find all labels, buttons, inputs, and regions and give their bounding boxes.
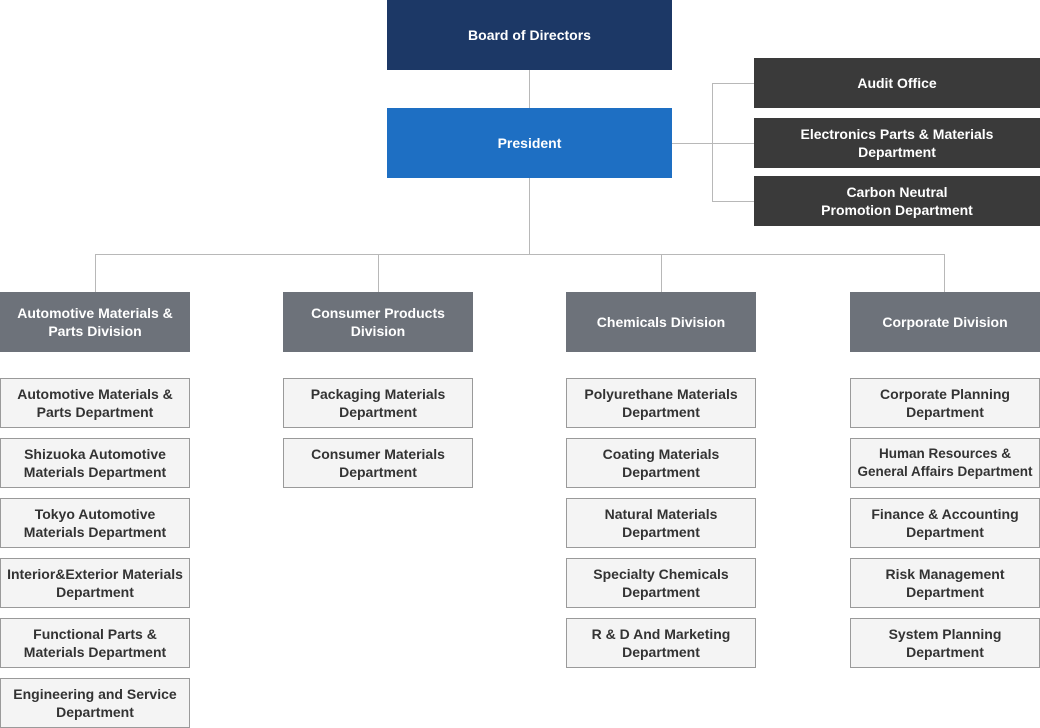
connector-staff-1 [712, 83, 754, 84]
dept-coating-materials: Coating Materials Department [566, 438, 756, 488]
staff-office-electronics: Electronics Parts & Materials Department [754, 118, 1040, 168]
dept-engineering-service: Engineering and Service Department [0, 678, 190, 728]
dept-rd-marketing: R & D And Marketing Department [566, 618, 756, 668]
staff-office-audit: Audit Office [754, 58, 1040, 108]
connector-president-staff [672, 143, 754, 144]
dept-packaging-materials: Packaging Materials Department [283, 378, 473, 428]
board-of-directors-box: Board of Directors [387, 0, 672, 70]
connector-division-4 [944, 254, 945, 292]
dept-interior-exterior: Interior&Exterior Materials Department [0, 558, 190, 608]
dept-natural-materials: Natural Materials Department [566, 498, 756, 548]
division-automotive: Automotive Materials & Parts Division [0, 292, 190, 352]
connector-division-2 [378, 254, 379, 292]
connector-division-1 [95, 254, 96, 292]
dept-automotive-parts: Automotive Materials & Parts Department [0, 378, 190, 428]
division-corporate: Corporate Division [850, 292, 1040, 352]
president-box: President [387, 108, 672, 178]
connector-staff-3 [712, 201, 754, 202]
connector-president-down [529, 178, 530, 254]
division-consumer-products: Consumer Products Division [283, 292, 473, 352]
dept-corporate-planning: Corporate Planning Department [850, 378, 1040, 428]
dept-shizuoka-automotive: Shizuoka Automotive Materials Department [0, 438, 190, 488]
dept-specialty-chemicals: Specialty Chemicals Department [566, 558, 756, 608]
connector-division-3 [661, 254, 662, 292]
dept-risk-management: Risk Management Department [850, 558, 1040, 608]
division-chemicals: Chemicals Division [566, 292, 756, 352]
dept-human-resources: Human Resources & General Affairs Depart… [850, 438, 1040, 488]
dept-finance-accounting: Finance & Accounting Department [850, 498, 1040, 548]
connector-staff-spine [712, 83, 713, 201]
connector-board-president [529, 70, 530, 108]
dept-system-planning: System Planning Department [850, 618, 1040, 668]
staff-office-carbon-neutral: Carbon Neutral Promotion Department [754, 176, 1040, 226]
dept-functional-parts: Functional Parts & Materials Department [0, 618, 190, 668]
dept-consumer-materials: Consumer Materials Department [283, 438, 473, 488]
dept-tokyo-automotive: Tokyo Automotive Materials Department [0, 498, 190, 548]
connector-division-bus [95, 254, 945, 255]
dept-polyurethane: Polyurethane Materials Department [566, 378, 756, 428]
